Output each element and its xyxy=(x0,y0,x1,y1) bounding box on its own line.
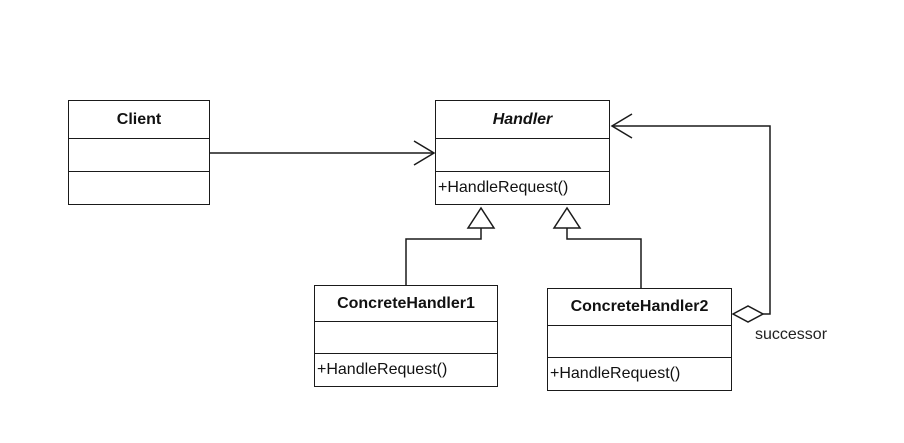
association-client-handler xyxy=(210,140,436,166)
class-concrete-handler-1-attributes xyxy=(315,322,497,354)
class-concrete-handler-2-operations: +HandleRequest() xyxy=(550,364,681,382)
class-concrete-handler-1-operations: +HandleRequest() xyxy=(317,360,448,378)
class-client: Client xyxy=(68,100,210,205)
class-handler-attributes xyxy=(436,139,609,172)
class-concrete-handler-1-name: ConcreteHandler1 xyxy=(315,286,497,322)
aggregation-successor xyxy=(610,113,771,323)
class-concrete-handler-1: ConcreteHandler1 +HandleRequest() xyxy=(314,285,498,387)
class-handler-name: Handler xyxy=(436,101,609,139)
class-client-attributes xyxy=(69,139,209,172)
class-concrete-handler-2-attributes xyxy=(548,326,731,358)
class-concrete-handler-2: ConcreteHandler2 +HandleRequest() xyxy=(547,288,732,391)
generalization-ch2-handler xyxy=(552,206,642,288)
class-client-operations xyxy=(69,172,209,203)
class-client-name: Client xyxy=(69,101,209,139)
class-handler: Handler +HandleRequest() xyxy=(435,100,610,205)
class-concrete-handler-2-name: ConcreteHandler2 xyxy=(548,289,731,326)
successor-label: successor xyxy=(755,326,828,343)
class-handler-operations: +HandleRequest() xyxy=(438,178,569,196)
generalization-ch1-handler xyxy=(405,206,496,285)
